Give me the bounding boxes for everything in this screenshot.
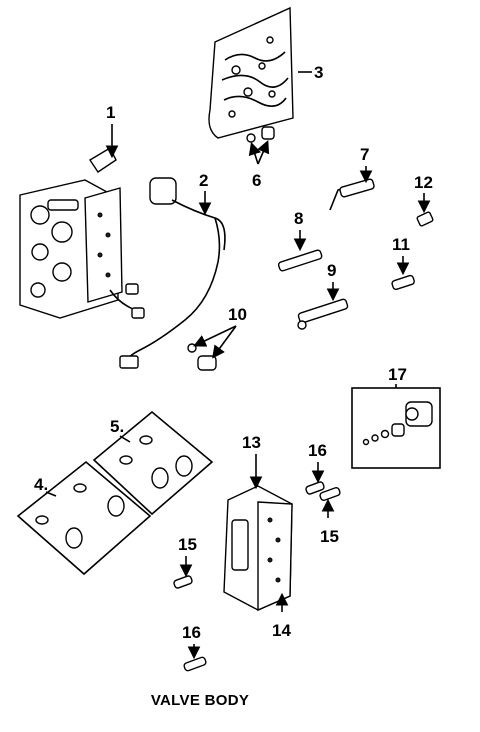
- callout-label-15-right: 15: [320, 527, 339, 546]
- callout-label-16-left: 16: [182, 623, 201, 642]
- part-15-right: [319, 486, 341, 502]
- callout-1: 1: [105, 103, 119, 159]
- part-16-left: [183, 656, 207, 672]
- callout-14: 14: [272, 592, 291, 640]
- kit-4-panel: [16, 460, 152, 576]
- callout-11: 11: [392, 235, 410, 276]
- callout-label-7: 7: [360, 145, 369, 164]
- callout-label-2: 2: [199, 171, 208, 190]
- callout-4: 4.: [34, 475, 57, 497]
- callout-8: 8: [293, 209, 307, 252]
- callout-12: 12: [414, 173, 433, 214]
- callout-13: 13: [242, 433, 263, 490]
- callout-label-15-left: 15: [178, 535, 197, 554]
- solenoid-7: [329, 178, 375, 211]
- diagram-title: VALVE BODY: [150, 692, 250, 709]
- callout-label-6: 6: [252, 171, 261, 190]
- separator-plate: [208, 6, 294, 139]
- wiring-harness: [109, 177, 226, 369]
- callout-15-right: 15: [320, 498, 339, 546]
- callout-label-10: 10: [228, 305, 247, 324]
- plug-parts: [246, 126, 275, 143]
- part-8: [277, 249, 323, 272]
- kit-5-panel: [92, 410, 214, 516]
- callout-5: 5.: [110, 417, 131, 443]
- valve-body-assembly: [19, 147, 123, 319]
- callout-label-12: 12: [414, 173, 433, 192]
- callout-6: 6: [248, 140, 270, 190]
- callout-label-13: 13: [242, 433, 261, 452]
- callout-label-3: 3: [314, 63, 323, 82]
- kit-17-box: [351, 387, 441, 469]
- callout-label-11: 11: [392, 235, 410, 254]
- callout-label-1: 1: [106, 103, 115, 122]
- callout-10: 10: [193, 305, 247, 359]
- callout-9: 9: [326, 261, 340, 302]
- part-9: [297, 298, 349, 330]
- callout-label-4: 4.: [34, 475, 48, 494]
- callout-16-right: 16: [308, 441, 327, 484]
- callout-3: 3: [298, 63, 323, 82]
- callout-7: 7: [359, 145, 373, 184]
- callout-16-left: 16: [182, 623, 201, 660]
- callout-label-16-right: 16: [308, 441, 327, 460]
- part-15-left: [173, 575, 193, 589]
- callout-label-14: 14: [272, 621, 291, 640]
- callout-label-5: 5.: [110, 417, 124, 436]
- sensor-parts: [187, 343, 217, 371]
- callout-label-17: 17: [388, 365, 407, 384]
- callout-17: 17: [388, 365, 407, 388]
- callout-label-8: 8: [294, 209, 303, 228]
- part-12: [416, 211, 434, 227]
- part-16-right: [305, 481, 325, 495]
- part-11: [391, 274, 415, 291]
- callout-15-left: 15: [178, 535, 197, 578]
- control-module: [223, 485, 293, 612]
- callout-label-9: 9: [327, 261, 336, 280]
- callout-2: 2: [198, 171, 212, 216]
